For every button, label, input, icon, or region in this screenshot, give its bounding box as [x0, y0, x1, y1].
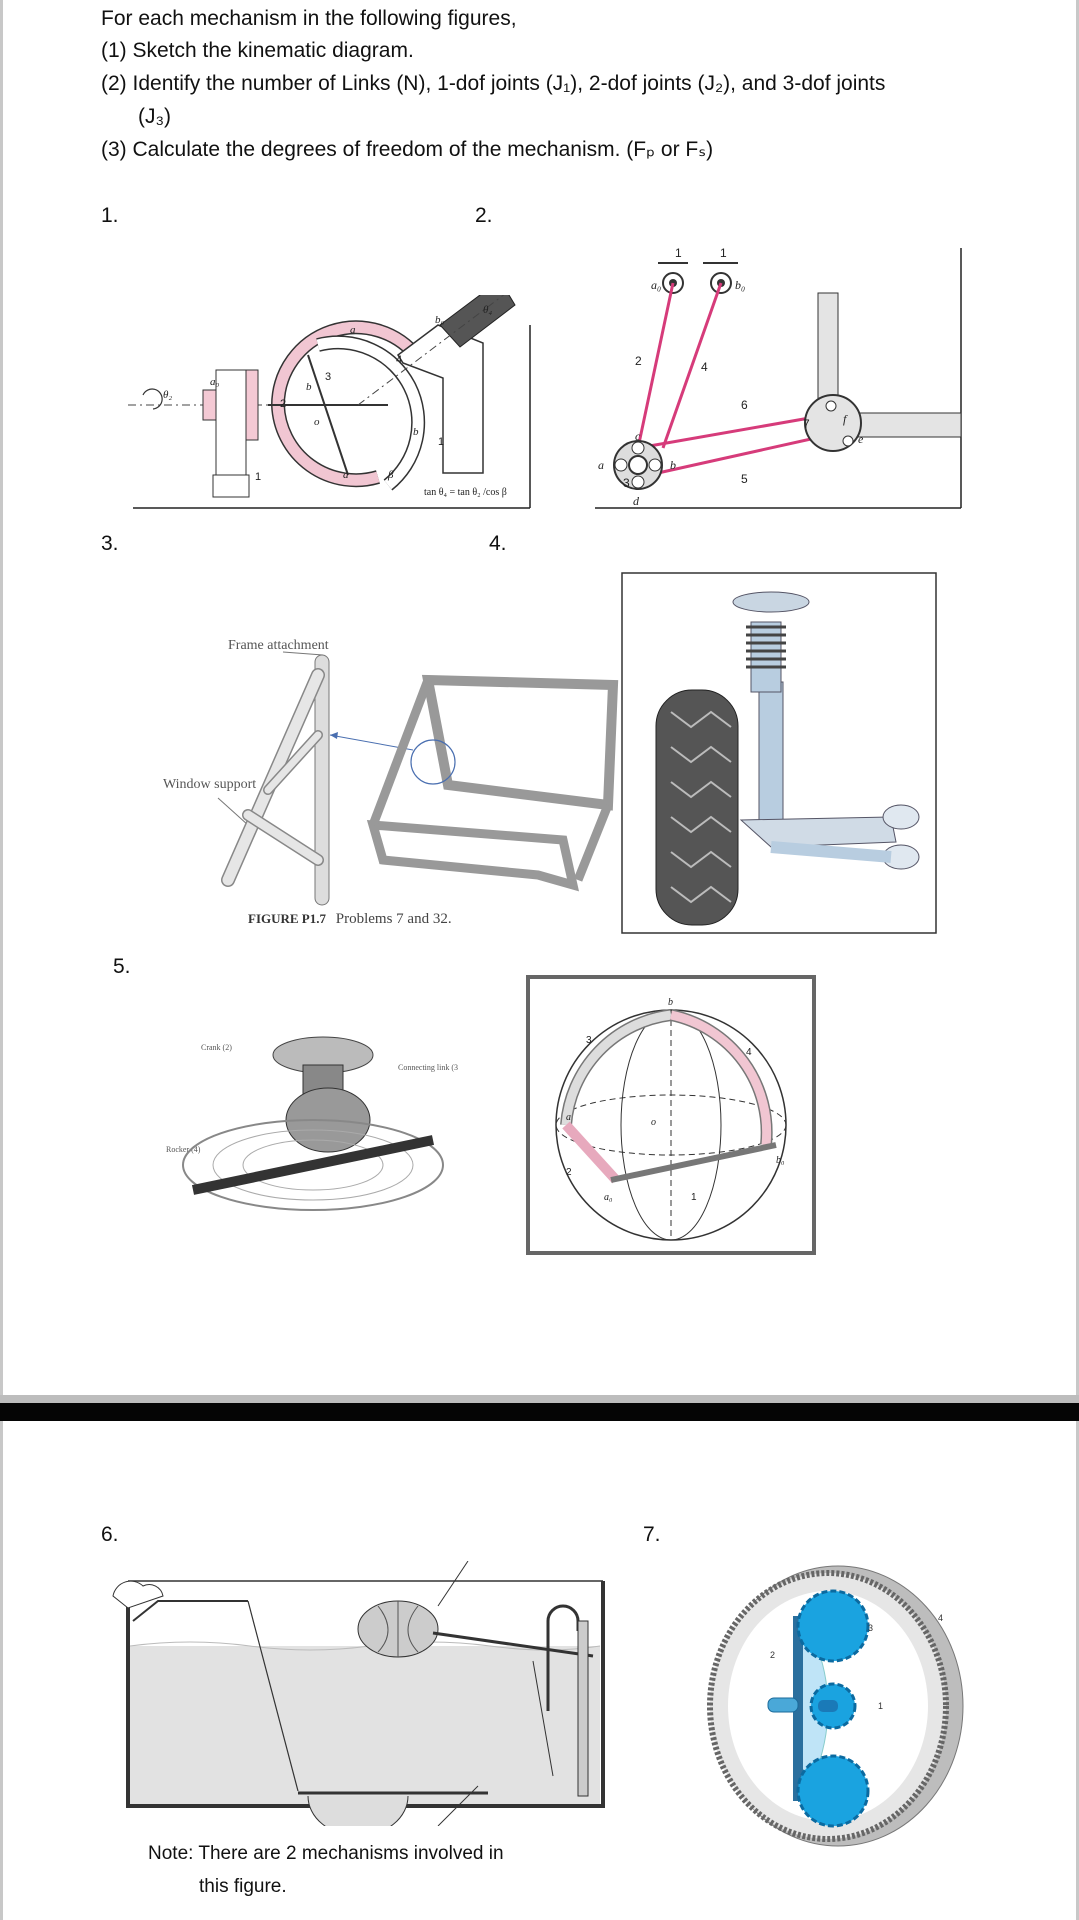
- fig5-label-3: 3: [586, 1035, 592, 1046]
- fig1-label-3: 3: [325, 371, 331, 383]
- figure-6-toilet-tank: [112, 1561, 605, 1826]
- fig7-label-3: 3: [868, 1623, 873, 1633]
- fig1-label-a: a: [350, 324, 356, 336]
- problem-number-4: 4.: [489, 532, 507, 555]
- fig5-label-b0: b₀: [776, 1155, 785, 1166]
- fig1-label-1b: 1: [438, 436, 444, 448]
- fig2-label-a0: a₀: [651, 278, 661, 292]
- fig1-label-theta2: θ₂: [163, 389, 172, 401]
- fig5-label-o: o: [651, 1117, 656, 1128]
- fig5-crank-label: Crank (2): [201, 1043, 232, 1052]
- page-1: For each mechanism in the following figu…: [0, 0, 1079, 1395]
- fig5-rocker-label: Rocker (4): [166, 1145, 201, 1154]
- figure-4-suspension: [621, 572, 937, 934]
- fig5-label-b: b: [668, 997, 673, 1008]
- intro-text: For each mechanism in the following figu…: [101, 7, 517, 30]
- fig3-caption: FIGURE P1.7 Problems 7 and 32.: [248, 911, 452, 927]
- fig2-label-5: 5: [741, 472, 748, 486]
- instruction-2: (2) Identify the number of Links (N), 1-…: [101, 72, 886, 95]
- fig1-formula: tan θ₄ = tan θ₂ /cos β: [424, 487, 507, 498]
- page-2: 6. 7. Note: There are 2 mechanisms invol…: [0, 1421, 1079, 1920]
- fig2-label-2: 2: [635, 354, 642, 368]
- fig1-label-b2: b: [413, 426, 419, 438]
- instruction-1: (1) Sketch the kinematic diagram.: [101, 39, 414, 62]
- problem-number-3: 3.: [101, 532, 119, 555]
- fig5-label-4: 4: [746, 1047, 752, 1058]
- fig7-label-1: 1: [878, 1701, 883, 1711]
- instruction-3: (3) Calculate the degrees of freedom of …: [101, 138, 714, 161]
- fig2-label-a: a: [598, 458, 604, 472]
- fig2-label-6: 6: [741, 398, 748, 412]
- figure-1-hooke-joint: θ₂ a₀ a b 2 3 4 b₀ θ₄ 1 1 a b β o tan θ₄…: [128, 295, 531, 509]
- fig1-label-b0: b₀: [435, 314, 445, 326]
- problem-number-7: 7.: [643, 1523, 661, 1546]
- figure-5-fan: Crank (2) Connecting link (3) Rocker (4): [166, 1036, 458, 1211]
- page-separator-black: [0, 1403, 1079, 1421]
- problem-number-6: 6.: [101, 1523, 119, 1546]
- fig3-window-support: Window support: [163, 777, 256, 792]
- fig1-label-beta: β: [387, 469, 394, 481]
- fig1-label-theta4: θ₄: [483, 304, 492, 316]
- fig2-label-e: e: [858, 432, 864, 446]
- fig1-label-a0: a₀: [210, 376, 220, 388]
- fig3-frame-attachment: Frame attachment: [228, 638, 329, 653]
- fig7-label-4: 4: [938, 1613, 943, 1623]
- fig1-label-b: b: [306, 381, 312, 393]
- figure-5-spherical-linkage: b 3 4 a 2 o a₀ 1 b₀: [526, 975, 816, 1255]
- figure-3-window-support: Frame attachment Window support FIGURE P…: [163, 638, 619, 927]
- figure-7-planetary-gear: 4 3 2 1: [707, 1565, 964, 1847]
- problem-number-1: 1.: [101, 204, 119, 227]
- figure-6-note-line-2: this figure.: [199, 1876, 287, 1897]
- page-separator-grey: [0, 1395, 1079, 1403]
- problem-number-5: 5.: [113, 955, 131, 978]
- fig1-label-4: 4: [396, 354, 402, 366]
- fig1-label-2: 2: [280, 398, 286, 410]
- fig2-label-1b: 1: [720, 246, 727, 260]
- fig2-label-4: 4: [701, 360, 708, 374]
- fig2-label-c: c: [635, 429, 641, 443]
- fig1-label-1a: 1: [255, 471, 261, 483]
- fig2-label-f: f: [843, 412, 848, 426]
- fig2-label-b: b: [670, 458, 676, 472]
- fig5-label-a: a: [566, 1112, 571, 1123]
- fig2-label-b0: b₀: [735, 278, 745, 292]
- fig1-label-a2: a: [343, 469, 349, 481]
- fig2-label-d: d: [633, 494, 640, 508]
- problem-number-2: 2.: [475, 204, 493, 227]
- fig5-label-a0: a₀: [604, 1192, 613, 1203]
- fig2-label-7: 7: [803, 417, 810, 431]
- figure-2-linkage: 1 1 a₀ b₀ 2 4 6 7 f e c a b 3 d 5: [595, 246, 962, 509]
- figure-6-note-line-1: Note: There are 2 mechanisms involved in: [148, 1843, 504, 1864]
- fig2-label-1a: 1: [675, 246, 682, 260]
- fig5-label-2: 2: [566, 1167, 572, 1178]
- fig5-connecting-link-label: Connecting link (3): [398, 1063, 458, 1072]
- fig1-label-o: o: [314, 416, 320, 428]
- fig7-label-2: 2: [770, 1650, 775, 1660]
- instruction-2-cont: (J₃): [138, 105, 172, 128]
- fig2-label-3: 3: [623, 476, 630, 490]
- fig5-label-1: 1: [691, 1192, 697, 1203]
